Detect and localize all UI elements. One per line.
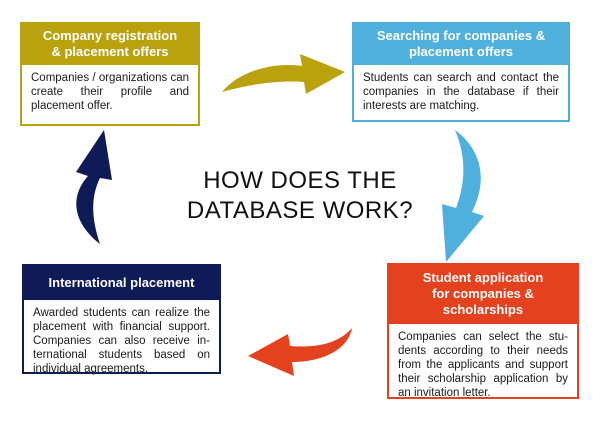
step-heading: Company registration & placement offers (22, 24, 198, 65)
heading-line: for companies & (432, 286, 534, 301)
diagram-title: HOW DOES THE DATABASE WORK? (150, 166, 450, 226)
title-line: DATABASE WORK? (186, 197, 414, 224)
step-heading: International placement (24, 266, 219, 300)
arrow-to-registration (76, 130, 112, 244)
title-line: HOW DOES THE (203, 167, 397, 194)
heading-line: Company registration (42, 28, 178, 43)
step-international-placement: International placement Awarded students… (22, 264, 221, 375)
heading-line: Student application (422, 270, 544, 285)
heading-line: scholarships (442, 302, 524, 317)
step-student-application: Student application for companies & scho… (387, 263, 579, 399)
arrow-to-searching (222, 54, 345, 94)
heading-line: Searching for companies & (376, 28, 546, 43)
step-description: Students can search and contact the comp… (363, 72, 559, 112)
step-heading: Searching for companies & placement offe… (354, 24, 568, 65)
step-description: Awarded students can realize the placeme… (33, 307, 210, 375)
step-heading: Student application for companies & scho… (389, 265, 577, 324)
step-description: Companies can select the stu-dents accor… (398, 331, 568, 399)
heading-line: International placement (48, 275, 195, 290)
arrow-to-international (248, 328, 352, 376)
step-description: Companies / organizations can create the… (31, 72, 189, 112)
heading-line: placement offers (408, 44, 514, 59)
arrow-to-application (442, 130, 484, 262)
step-company-registration: Company registration & placement offers … (20, 22, 200, 126)
step-searching-companies: Searching for companies & placement offe… (352, 22, 570, 122)
heading-line: & placement offers (51, 44, 169, 59)
